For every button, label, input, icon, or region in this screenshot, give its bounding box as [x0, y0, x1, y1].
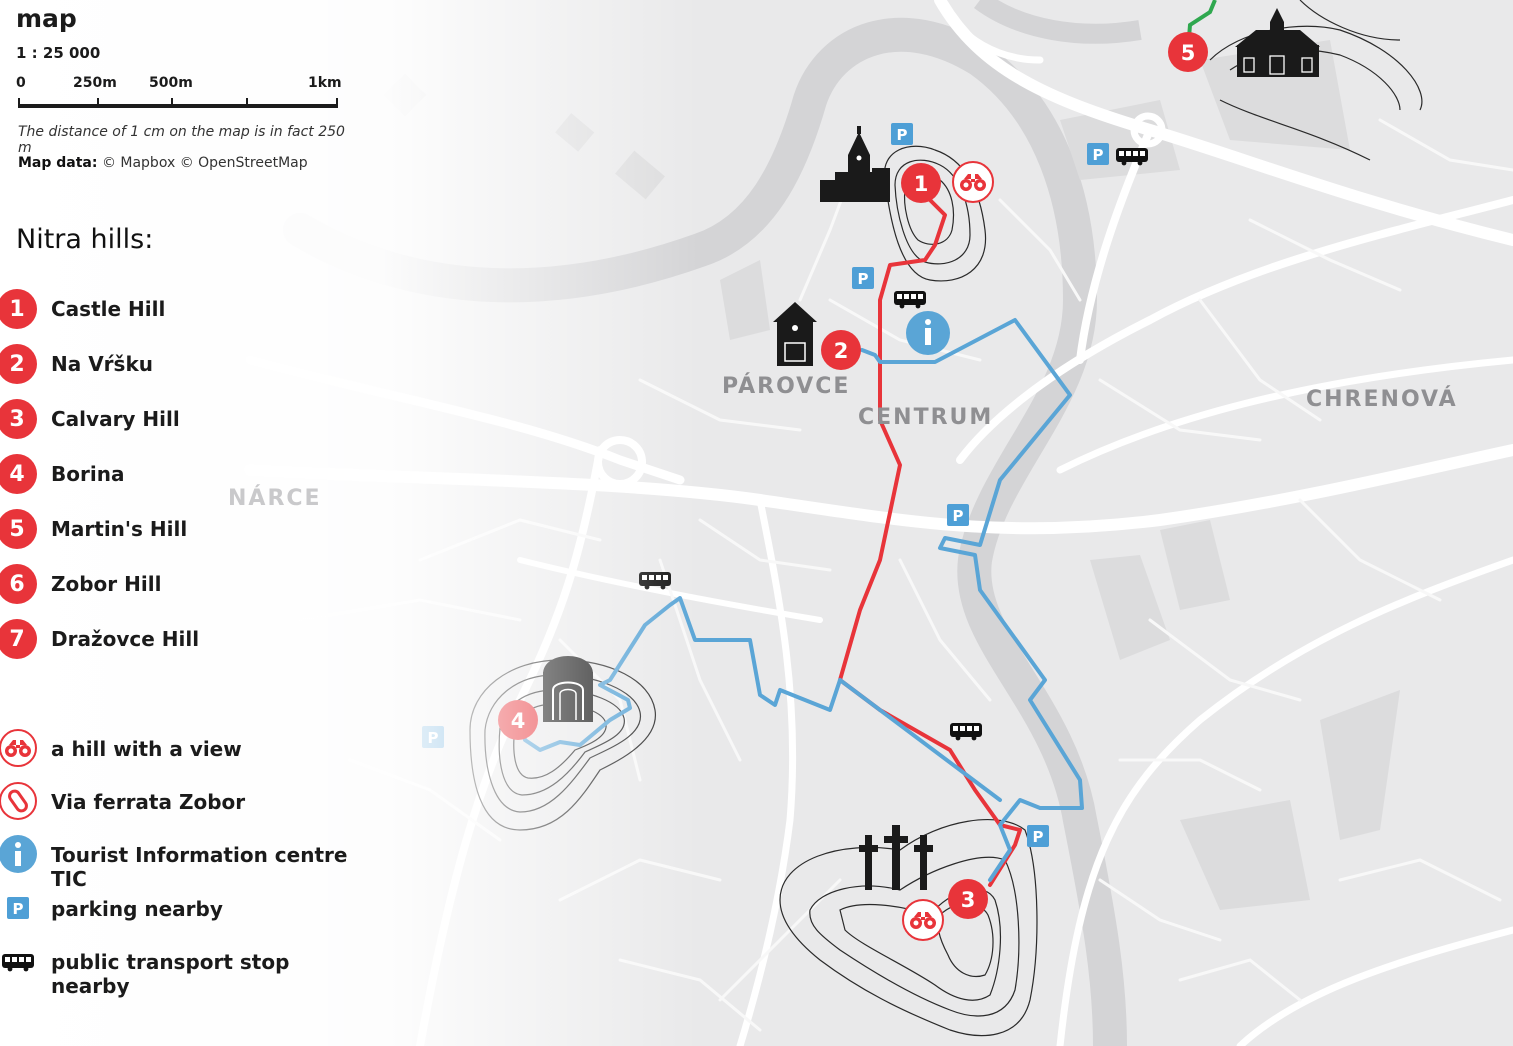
symbol-label: public transport stop nearby	[51, 950, 290, 998]
hill-number-badge: 4	[0, 454, 37, 494]
hill-marker-1[interactable]: 1	[901, 163, 941, 203]
hill-name: Borina	[51, 462, 125, 486]
parking-icon[interactable]: P	[891, 123, 913, 145]
hills-heading: Nitra hills:	[16, 224, 154, 255]
hill-name: Na Vŕšku	[51, 352, 153, 376]
hill-name: Martin's Hill	[51, 517, 188, 541]
parking-icon[interactable]: P	[852, 267, 874, 289]
parking-icon[interactable]: P	[947, 504, 969, 526]
scale-bar	[18, 98, 338, 108]
scale-tick-label: 500m	[149, 75, 193, 91]
chapel-landmark	[773, 302, 817, 366]
parking-icon: P	[7, 897, 29, 919]
svg-text:1: 1	[914, 172, 929, 196]
svg-text:5: 5	[1181, 41, 1196, 65]
map-data-credit: Map data: © Mapbox © OpenStreetMap	[18, 155, 308, 171]
parking-icon[interactable]: P	[1087, 143, 1109, 165]
hill-number-badge: 3	[0, 399, 37, 439]
scale-tick-label: 0	[16, 75, 26, 91]
symbol-label: Via ferrata Zobor	[51, 790, 246, 814]
legend-hill-zobor[interactable]: 6 Zobor Hill	[0, 564, 360, 604]
svg-text:3: 3	[961, 888, 976, 912]
svg-text:P: P	[1033, 828, 1044, 846]
legend-hill-drazovce[interactable]: 7 Dražovce Hill	[0, 619, 360, 659]
hill-number-badge: 6	[0, 564, 37, 604]
credit-text: © Mapbox © OpenStreetMap	[101, 155, 308, 171]
symbol-label: a hill with a view	[51, 737, 242, 761]
district-label-narce: NÁRCE	[228, 486, 322, 511]
hill-number-badge: 1	[0, 289, 37, 329]
svg-text:2: 2	[834, 339, 849, 363]
legend-hill-martins[interactable]: 5 Martin's Hill	[0, 509, 360, 549]
legend-hill-calvary[interactable]: 3 Calvary Hill	[0, 399, 360, 439]
parking-icon[interactable]: P	[1027, 825, 1049, 847]
legend-symbol-bus: public transport stop nearby	[0, 941, 360, 998]
bus-icon[interactable]	[950, 723, 982, 741]
calvary-crosses	[859, 825, 933, 890]
legend-symbol-tic: Tourist Information centre TIC	[0, 834, 360, 891]
district-label-chrenova: CHRENOVÁ	[1306, 387, 1458, 412]
bus-icon[interactable]	[894, 291, 926, 309]
district-label-parovce: PÁROVCE	[722, 374, 851, 399]
hill-marker-2[interactable]: 2	[821, 330, 861, 370]
legend-hill-na-vrsku[interactable]: 2 Na Vŕšku	[0, 344, 360, 384]
hill-marker-5[interactable]: 5	[1168, 32, 1208, 72]
bus-icon	[2, 954, 34, 972]
hill-name: Castle Hill	[51, 297, 166, 321]
carabiner-icon	[0, 782, 37, 820]
castle-landmark	[820, 126, 890, 202]
scale-tick-label: 250m	[73, 75, 117, 91]
legend-symbol-parking: P parking nearby	[0, 888, 360, 928]
svg-text:P: P	[953, 507, 964, 525]
svg-text:P: P	[858, 270, 869, 288]
church-landmark	[1235, 8, 1320, 77]
hill-name: Calvary Hill	[51, 407, 180, 431]
scale-note: The distance of 1 cm on the map is in fa…	[18, 124, 345, 156]
credit-label: Map data:	[18, 155, 98, 171]
svg-text:P: P	[897, 126, 908, 144]
binoculars-icon	[0, 729, 37, 767]
legend-symbol-via-ferrata: Via ferrata Zobor	[0, 781, 360, 821]
map-legend: map 1 : 25 000 0 250m 500m 1km The dista…	[0, 0, 360, 1046]
svg-text:P: P	[1093, 146, 1104, 164]
binoculars-icon[interactable]	[952, 161, 994, 203]
route-red	[838, 180, 1022, 887]
hill-name: Dražovce Hill	[51, 627, 200, 651]
legend-hill-castle[interactable]: 1 Castle Hill	[0, 289, 360, 329]
district-label-centrum: CENTRUM	[858, 405, 994, 430]
legend-hill-borina[interactable]: 4 Borina	[0, 454, 360, 494]
map-scale-ratio: 1 : 25 000	[16, 44, 101, 62]
symbol-label: parking nearby	[51, 897, 223, 921]
binoculars-icon[interactable]	[902, 899, 944, 941]
legend-symbol-view: a hill with a view	[0, 728, 360, 768]
info-icon[interactable]	[906, 311, 950, 355]
hill-marker-3[interactable]: 3	[948, 879, 988, 919]
map-title: map	[16, 4, 77, 33]
hill-name: Zobor Hill	[51, 572, 162, 596]
hill-number-badge: 5	[0, 509, 37, 549]
hill-number-badge: 2	[0, 344, 37, 384]
symbol-label: Tourist Information centre TIC	[51, 843, 348, 891]
info-icon	[0, 835, 37, 873]
hill-number-badge: 7	[0, 619, 37, 659]
svg-text:P: P	[13, 900, 24, 918]
legend-fade	[0, 0, 700, 1046]
scale-tick-label: 1km	[308, 75, 342, 91]
